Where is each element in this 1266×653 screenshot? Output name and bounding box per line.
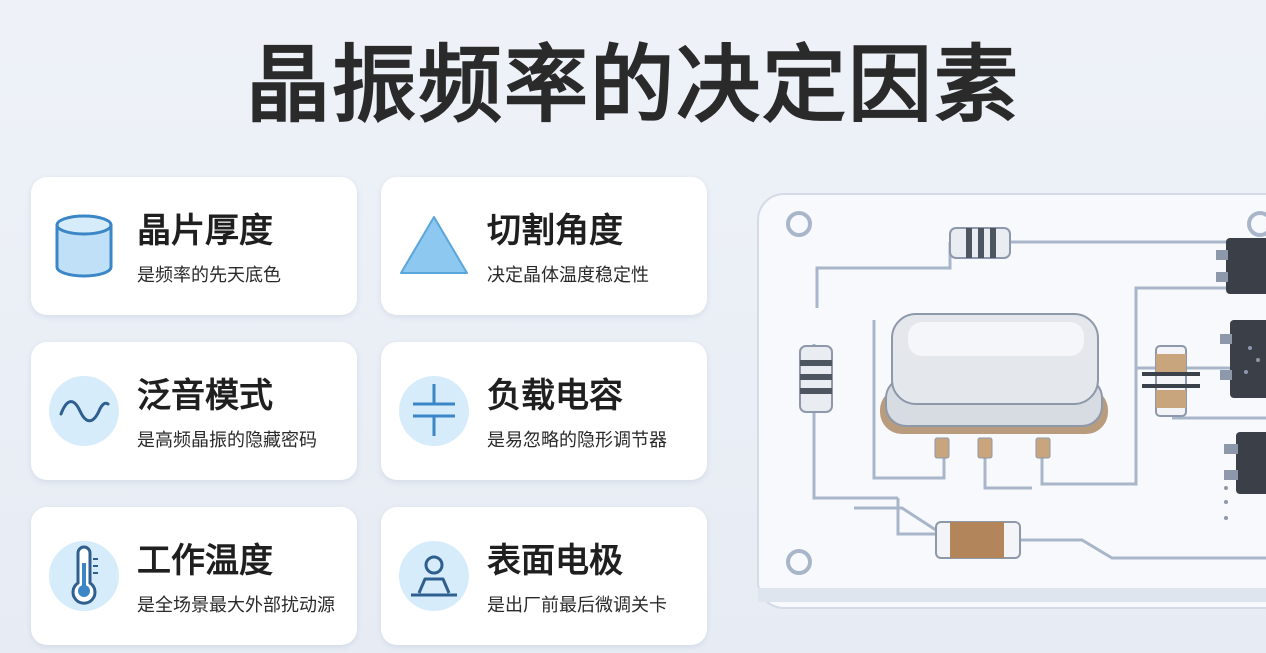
- factor-description: 是全场景最大外部扰动源: [137, 595, 335, 616]
- factor-card-overtone-mode: 泛音模式 是高频晶振的隐藏密码: [31, 342, 357, 480]
- factor-heading: 表面电极: [487, 541, 623, 581]
- mounting-hole: [786, 211, 812, 237]
- factor-description: 是易忽略的隐形调节器: [487, 430, 667, 451]
- page-title: 晶振频率的决定因素: [245, 36, 1020, 134]
- factor-heading: 负载电容: [487, 376, 623, 416]
- factor-heading: 切割角度: [487, 211, 623, 251]
- ic-chip: [1220, 320, 1266, 398]
- ic-chip: [1216, 238, 1266, 294]
- resistor-left: [799, 345, 833, 413]
- electrode-icon: [399, 541, 469, 611]
- factor-heading: 泛音模式: [137, 376, 273, 416]
- factor-heading: 晶片厚度: [137, 211, 273, 251]
- factor-description: 是出厂前最后微调关卡: [487, 595, 667, 616]
- crystal-oscillator: [880, 313, 1108, 459]
- via-dots: [1224, 486, 1228, 520]
- factor-description: 决定晶体温度稳定性: [487, 265, 649, 286]
- cylinder-icon: [55, 214, 113, 278]
- factor-card-load-capacitance: 负载电容 是易忽略的隐形调节器: [381, 342, 707, 480]
- triangle-icon: [400, 216, 468, 274]
- mounting-hole: [1247, 211, 1266, 237]
- factor-card-crystal-thickness: 晶片厚度 是频率的先天底色: [31, 177, 357, 315]
- resistor-top: [949, 227, 1011, 259]
- mounting-hole: [786, 549, 812, 575]
- ic-chip: [1224, 432, 1266, 494]
- factor-heading: 工作温度: [137, 541, 273, 581]
- factor-card-operating-temperature: 工作温度 是全场景最大外部扰动源: [31, 507, 357, 645]
- resistor-bottom: [935, 521, 1021, 559]
- factor-card-cut-angle: 切割角度 决定晶体温度稳定性: [381, 177, 707, 315]
- capacitor-icon: [399, 376, 469, 446]
- thermometer-icon: [49, 541, 119, 611]
- crystal-oscillator-board-illustration: [757, 193, 1266, 609]
- factor-description: 是高频晶振的隐藏密码: [137, 430, 317, 451]
- capacitor-component: [1142, 345, 1200, 417]
- factor-card-surface-electrode: 表面电极 是出厂前最后微调关卡: [381, 507, 707, 645]
- factor-description: 是频率的先天底色: [137, 265, 281, 286]
- sine-wave-icon: [49, 376, 119, 446]
